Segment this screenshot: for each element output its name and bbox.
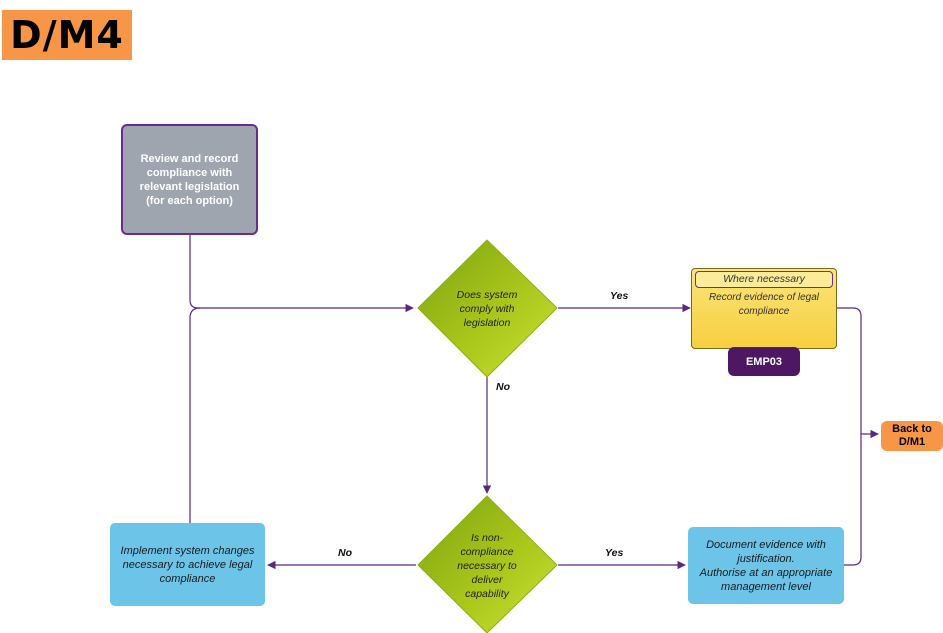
decision-noncompliance-label: Is non-compliance necessary to deliver c… [457, 532, 517, 600]
emp-code-badge[interactable]: EMP03 [728, 347, 800, 376]
decision-comply-label: Does system comply with legislation [456, 289, 518, 329]
document-evidence-line1: Document evidence with justification. [706, 538, 826, 565]
decision-noncompliance-diamond [417, 495, 558, 633]
document-evidence-box: Document evidence with justification. Au… [688, 527, 844, 604]
connector-review-to-decision [189, 235, 414, 313]
connector-document-to-back [844, 434, 862, 566]
edge-label-yes-top: Yes [610, 290, 629, 302]
decision-comply-diamond [417, 239, 558, 378]
where-necessary-header: Where necessary [695, 271, 833, 288]
edge-label-no-down: No [496, 381, 510, 393]
connector-implement-loop [189, 307, 201, 523]
connector-record-to-back [837, 307, 879, 439]
record-evidence-box: Where necessary Record evidence of legal… [691, 268, 837, 349]
review-compliance-box: Review and record compliance with releva… [121, 124, 258, 235]
page-title: D/M4 [2, 10, 132, 60]
document-evidence-line2: Authorise at an appropriate management l… [699, 566, 833, 593]
back-to-link[interactable]: Back to D/M1 [881, 421, 943, 451]
edge-label-no-left: No [338, 547, 352, 559]
implement-changes-box: Implement system changes necessary to ac… [110, 523, 265, 606]
edge-label-yes-bottom: Yes [605, 547, 624, 559]
record-evidence-label: Record evidence of legal compliance [708, 292, 820, 317]
